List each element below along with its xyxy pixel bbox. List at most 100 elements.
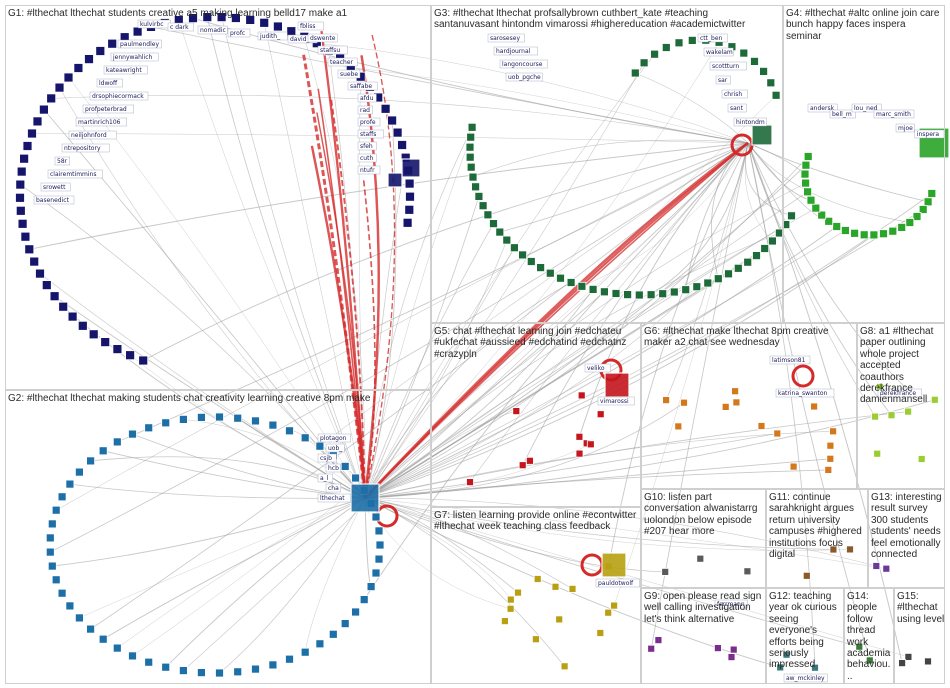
vertex [872,562,881,570]
vertex [879,229,888,239]
vertex [57,588,67,598]
vertex [77,320,88,331]
edge [350,67,749,144]
vertex [65,479,75,489]
vertex [855,642,864,651]
vertex-label-text: sarosesey [490,35,520,42]
group-caption-g1: G1: #lthechat lthechat students creative… [8,8,348,19]
vertex [98,634,108,644]
vertex [604,608,613,617]
vertex-label-text: 58r [57,158,68,165]
vertex-label-tag [197,25,228,35]
vertex [24,244,35,255]
vertex [888,226,898,236]
vertex [898,659,906,667]
vertex-label-text: staffs [360,131,376,138]
vertex [536,263,545,273]
vertex [817,210,827,220]
vertex [662,396,670,405]
vertex [674,38,684,48]
vertex-label-text: afdu [360,95,374,102]
vertex-label-text: chrish [724,91,742,98]
vertex [743,567,752,576]
vertex [46,93,57,104]
group-caption-g3: G3: #lthechat lthechat profsallybrown cu… [434,8,746,31]
vertex [466,162,476,172]
vertex [215,668,224,678]
vertex [196,668,206,677]
vertex [714,644,722,652]
vertex-label: vimarossi [597,396,635,406]
vertex [568,585,577,593]
vertex [495,227,505,237]
edge [364,239,508,499]
vertex-label-text: uob_ [328,445,343,452]
vertex-label-tag [327,57,358,67]
vertex-label-tag [307,33,338,43]
vertex [202,12,213,23]
vertex-label: hardjournal [493,46,538,56]
edge [613,142,749,606]
group-caption-g6: G6: #lthechat make lthechat 8pm creative… [644,326,829,349]
vertex-label-text: inspera [917,131,940,138]
vertex [51,505,61,515]
vertex-label-text: jennywahlich [112,54,153,61]
vertex-label-tag [357,129,384,139]
vertex [752,251,761,261]
group-caption-g4: G4: #lthechat #altc online join care bun… [786,8,940,42]
vertex [904,407,912,416]
vertex-label: profpeterbrad [82,104,134,114]
vertex-label-tag [703,47,734,57]
vertex [340,619,350,628]
vertex [759,67,768,76]
vertex-label-tag [727,103,747,113]
vertex [555,615,564,624]
vertex-label-text: mjoe [898,125,913,132]
edge [364,497,877,567]
vertex [865,656,874,665]
vertex-label-text: lou_ned [854,105,878,112]
vertex-label-tag [167,22,194,32]
vertex-label-text: latimson81 [772,357,806,364]
edge-strong [364,141,749,499]
vertex [924,657,932,666]
edge [364,410,517,499]
edge [20,184,366,499]
vertex [397,140,408,150]
vertex [45,533,55,543]
vertex-label: paulmendley [117,39,162,49]
vertex-label-tag [783,673,828,683]
vertex [768,236,777,246]
vertex [75,613,84,623]
vertex [47,561,57,571]
vertex [646,290,656,300]
vertex [161,662,171,672]
vertex [661,43,671,52]
vertex [300,433,310,443]
edge-strong [330,99,366,499]
vertex [22,141,33,151]
vertex-label-text: bell_m [832,111,852,118]
edge [364,411,909,499]
vertex [359,595,369,604]
vertex-label: judith_ [257,31,288,41]
vertex-label-tag [895,123,915,133]
vertex [658,289,668,299]
vertex [86,624,95,634]
vertex [757,422,766,430]
vertex [340,461,350,471]
vertex [63,72,74,83]
vertex-label: derekfrance [877,388,922,398]
vertex [161,418,171,428]
group-caption-g2: G2: #lthechat lthechat making students c… [8,393,371,404]
vertex [802,571,811,580]
vertex-label: wakelam [703,47,734,57]
vertex [897,222,907,232]
vertex [75,467,84,477]
vertex-large [387,172,403,188]
vertex-label: drsophiecormack [89,91,149,101]
edge [364,54,655,499]
vertex-label-tag [347,81,378,91]
vertex [551,582,560,591]
